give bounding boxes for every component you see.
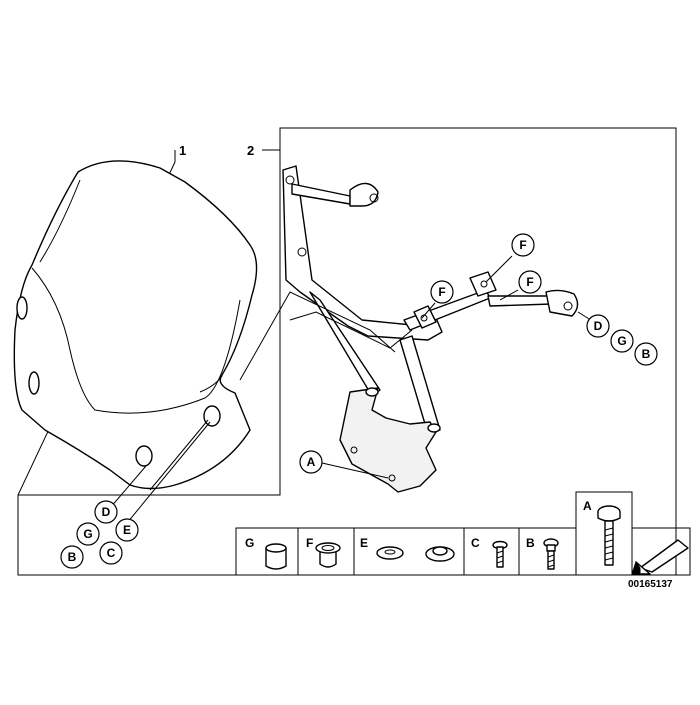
svg-text:B: B [642, 347, 651, 361]
grommet-icon [425, 546, 455, 562]
legend-letter-b: B [526, 536, 535, 550]
callout-e-left: E [115, 518, 139, 542]
svg-text:E: E [123, 523, 131, 537]
windshield [13, 160, 258, 490]
svg-text:F: F [526, 275, 533, 289]
screw-c-icon [492, 540, 508, 568]
legend-letter-c: C [471, 536, 480, 550]
document-number: 00165137 [628, 579, 673, 590]
svg-text:A: A [307, 455, 316, 469]
callout-b-left: B [60, 545, 84, 569]
flanged-sleeve-icon [315, 542, 341, 568]
callout-b-right: B [634, 342, 658, 366]
hardware-legend: G F E C B [235, 491, 691, 576]
callout-f-right: F [518, 270, 542, 294]
svg-text:G: G [83, 527, 92, 541]
spacer-sleeve-icon [265, 543, 287, 570]
legend-letter-f: F [306, 536, 313, 550]
orientation-arrow-icon [631, 539, 689, 575]
callout-d-right: D [586, 314, 610, 338]
svg-text:F: F [519, 238, 526, 252]
callout-a: A [299, 450, 323, 474]
screw-a-icon [597, 505, 621, 566]
svg-text:D: D [102, 505, 111, 519]
callout-c-left: C [99, 541, 123, 565]
legend-letter-g: G [245, 536, 254, 550]
callout-d-left: D [94, 500, 118, 524]
svg-text:C: C [107, 546, 116, 560]
svg-text:B: B [68, 550, 77, 564]
bracket [282, 165, 579, 493]
screw-b-icon [543, 538, 559, 570]
callout-f-top: F [511, 233, 535, 257]
legend-letter-a: A [583, 499, 592, 513]
part-number-2: 2 [247, 143, 254, 158]
callout-g-left: G [76, 522, 100, 546]
svg-text:F: F [438, 285, 445, 299]
mounting-leaders [109, 255, 595, 524]
svg-text:D: D [594, 319, 603, 333]
legend-letter-e: E [360, 536, 368, 550]
callout-g-right: G [610, 329, 634, 353]
rubber-washer-icon [376, 546, 404, 560]
part-number-1: 1 [179, 143, 186, 158]
svg-text:G: G [617, 334, 626, 348]
callout-f-left: F [430, 280, 454, 304]
